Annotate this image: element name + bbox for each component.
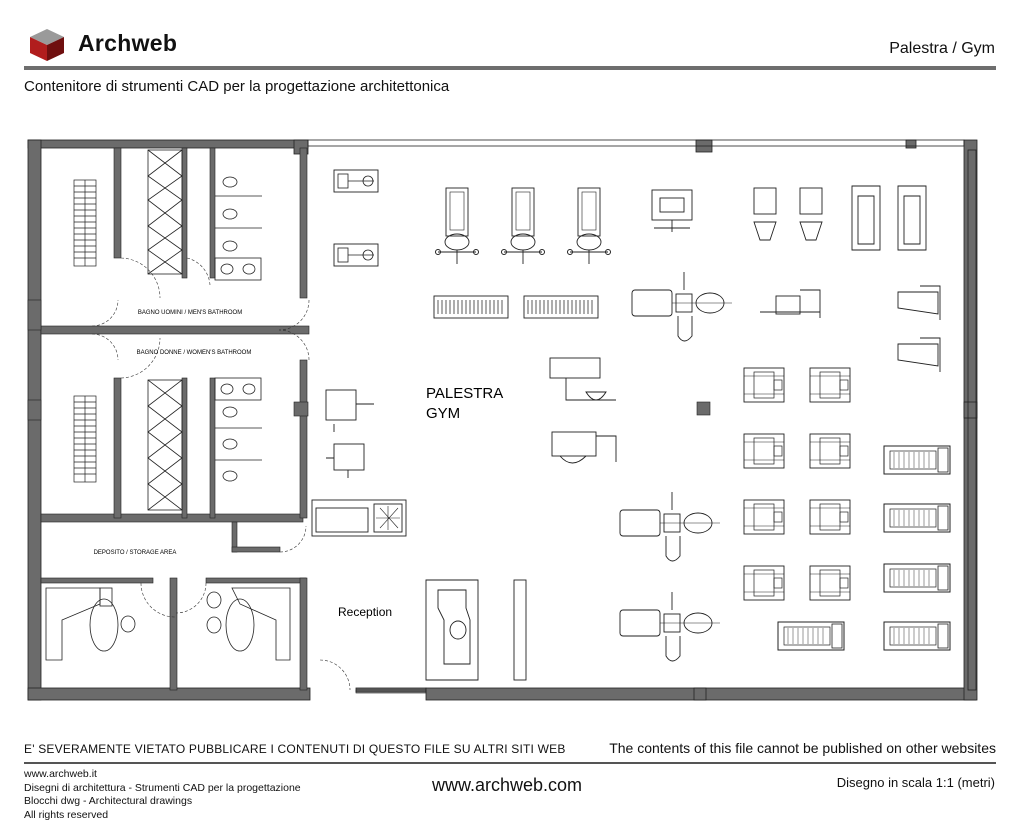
page-subtitle: Contenitore di strumenti CAD per la prog… xyxy=(24,78,450,95)
women-bathroom-label: BAGNO DONNE / WOMEN'S BATHROOM xyxy=(137,350,252,356)
footer-line: Disegni di architettura - Strumenti CAD … xyxy=(24,781,301,794)
reception-label: Reception xyxy=(338,605,392,619)
logo-text[interactable]: Archweb xyxy=(78,30,178,56)
page-title: Palestra / Gym xyxy=(889,40,995,57)
footer-line: Blocchi dwg - Architectural drawings xyxy=(24,795,193,807)
archweb-logo-icon xyxy=(30,29,64,61)
copyright-warning-it: E' SEVERAMENTE VIETATO PUBBLICARE I CONT… xyxy=(24,742,566,756)
gym-label-en: GYM xyxy=(426,405,460,422)
footer-line: All rights reserved xyxy=(24,808,109,821)
footer-site-link[interactable]: www.archweb.it xyxy=(24,768,97,780)
storage-label: DEPOSITO / STORAGE AREA xyxy=(94,550,177,556)
header-divider xyxy=(24,66,996,70)
drawing-scale: Disegno in scala 1:1 (metri) xyxy=(836,775,995,790)
footer-url-link[interactable]: www.archweb.com xyxy=(432,775,583,795)
gym-label-it: PALESTRA xyxy=(426,385,503,402)
footer-info: www.archweb.it Disegni di architettura -… xyxy=(24,768,301,822)
copyright-warning-en: The contents of this file cannot be publ… xyxy=(609,740,996,756)
footer-divider xyxy=(24,762,996,764)
men-bathroom-label: BAGNO UOMINI / MEN'S BATHROOM xyxy=(138,310,242,316)
